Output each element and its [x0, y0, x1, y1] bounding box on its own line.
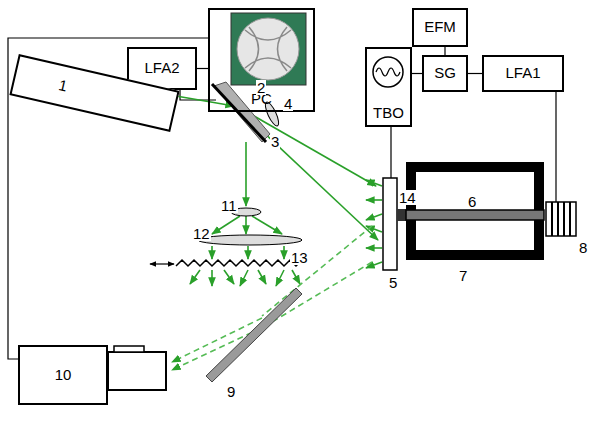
rod: [397, 209, 406, 221]
box-label: 1: [57, 77, 69, 95]
instrument-box: EFM: [412, 8, 468, 47]
scan-arrow: [150, 263, 174, 264]
oscillator-symbol: [373, 57, 403, 87]
grating: [176, 260, 302, 266]
callout-number: 14: [398, 190, 417, 205]
box-label: TBO: [373, 105, 404, 122]
callout-number: 2: [256, 80, 266, 95]
lens: [198, 235, 302, 245]
sample: [383, 178, 397, 270]
mirror: [206, 288, 302, 382]
callout-number: 9: [226, 384, 236, 399]
signal-cable: [412, 73, 422, 74]
signal-cable: [197, 68, 208, 69]
callout-number: 13: [290, 250, 309, 265]
callout-number: 8: [578, 240, 588, 255]
box-label: LFA2: [144, 60, 179, 77]
callout-number: 4: [283, 96, 293, 111]
signal-cable: [444, 47, 445, 55]
callout-number: 12: [192, 226, 211, 241]
imaging-beams: [172, 226, 372, 370]
callout-number: 6: [467, 194, 477, 209]
callout-number: 3: [270, 134, 280, 149]
laser-beams: [176, 96, 382, 286]
controller-box: LFA1: [482, 55, 564, 92]
signal-cable: [8, 38, 208, 359]
generator-box: SG: [422, 55, 468, 92]
coil: [546, 202, 576, 236]
computer-box: PC: [208, 8, 315, 112]
box-label: LFA1: [505, 65, 540, 82]
box-label: EFM: [424, 19, 456, 36]
box-label: 10: [55, 367, 72, 384]
callout-number: 11: [220, 198, 238, 213]
rod: [406, 210, 544, 220]
callout-number: 5: [388, 275, 398, 290]
signal-cable: [468, 73, 482, 74]
pc-screen: [231, 13, 306, 85]
camera-box: 10: [18, 345, 108, 405]
box-label: SG: [434, 65, 456, 82]
callout-number: 7: [458, 268, 468, 283]
camera-lens: [108, 346, 166, 390]
oscillator-box: TBO: [365, 47, 412, 127]
